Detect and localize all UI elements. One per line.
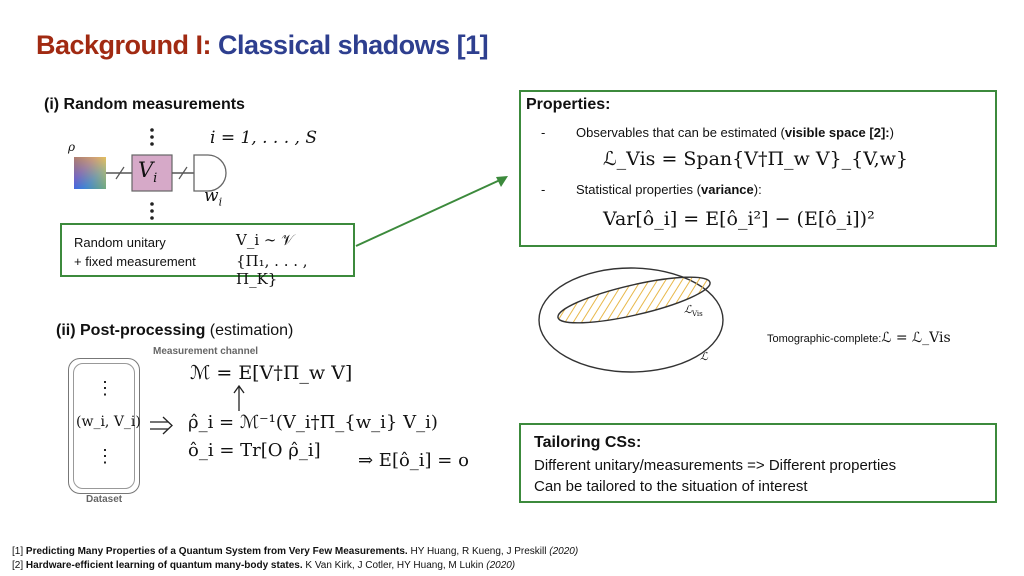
arrow-to-properties: [355, 176, 508, 247]
gate-subscript: i: [153, 171, 158, 187]
venn-inner-label: ℒVis: [684, 303, 703, 318]
circuit-diagram: [74, 128, 227, 220]
item1-post: ): [889, 125, 894, 140]
tailoring-line2: Can be tailored to the situation of inte…: [534, 478, 808, 495]
gate-symbol: V: [138, 158, 154, 182]
dataset-dots-top: ⋮: [96, 378, 114, 399]
ref2-title: Hardware-efficient learning of quantum m…: [25, 560, 303, 571]
slide-title: Background I: Classical shadows [1]: [36, 30, 489, 61]
venn-outer-label: ℒ: [700, 350, 708, 363]
rho-state-icon: [74, 157, 106, 189]
outcome-label: wi: [204, 186, 222, 208]
channel-equation: ℳ = E[V†Π_w V]: [190, 362, 353, 384]
dataset-outer: [68, 358, 140, 494]
gate-label: Vi: [138, 158, 157, 186]
wire-slash-left: [115, 166, 125, 180]
rho-estimate-equation: ρ̂_i = ℳ⁻¹(V_i†Π_{w_i} V_i): [188, 412, 438, 433]
section2-heading-rest: (estimation): [205, 322, 294, 339]
index-range: i = 1, . . . , S: [210, 128, 317, 148]
reference-2: [2] Hardware-efficient learning of quant…: [12, 560, 515, 571]
up-arrow-icon: [233, 384, 245, 411]
tomo-equation: ℒ = ℒ_Vis: [881, 330, 951, 346]
properties-box: Properties: - Observables that can be es…: [519, 90, 997, 247]
tomographic-text: Tomographic-complete:ℒ = ℒ_Vis: [767, 330, 951, 346]
rho-label: ρ: [68, 140, 76, 154]
box-line2: + fixed measurement: [74, 254, 196, 269]
outcome-symbol: w: [204, 186, 219, 206]
double-arrow-icon: [150, 416, 173, 435]
gate-box: [131, 154, 173, 192]
o-estimate-equation: ô_i = Tr[O ρ̂_i]: [188, 440, 321, 461]
item2-pre: Statistical properties (: [576, 182, 701, 197]
item1-pre: Observables that can be estimated (: [576, 125, 785, 140]
variance-equation: Var[ô_i] = E[ô_i²] − (E[ô_i])²: [603, 208, 875, 230]
ref1-year: (2020): [549, 546, 579, 557]
item2-bold: variance: [701, 182, 754, 197]
outcome-subscript: i: [218, 195, 223, 209]
ref1-num: [1]: [12, 546, 26, 557]
properties-dash2: -: [541, 182, 546, 197]
venn-diagram: [538, 267, 724, 373]
reference-1: [1] Predicting Many Properties of a Quan…: [12, 546, 578, 557]
section2-heading-bold: (ii) Post-processing: [56, 322, 206, 339]
title-part2: Classical shadows [1]: [218, 30, 489, 60]
item1-bold: visible space [2]:: [784, 125, 890, 140]
item2-post: ):: [753, 182, 762, 197]
dataset-dots-bottom: ⋮: [96, 446, 114, 467]
box-line1: Random unitary: [74, 235, 166, 250]
box-math1: V_i ∼ 𝒱: [236, 231, 294, 249]
inner-hatched-ellipse: [557, 276, 711, 324]
venn-inner-sub: Vis: [691, 310, 703, 319]
section1-heading: (i) Random measurements: [44, 96, 245, 113]
dataset-inner: [73, 363, 135, 489]
venn-inner-symbol: ℒ: [684, 303, 692, 316]
ref2-authors: K Van Kirk, J Cotler, HY Huang, M Lukin: [302, 560, 487, 571]
tomo-label: Tomographic-complete:: [767, 333, 882, 345]
box-math2: {Π₁, . . . , Π_K}: [236, 252, 308, 288]
ref2-num: [2]: [12, 560, 26, 571]
dataset-label: Dataset: [86, 494, 123, 505]
channel-label: Measurement channel: [153, 346, 259, 357]
properties-heading: Properties:: [526, 96, 611, 113]
tailoring-heading: Tailoring CSs:: [534, 434, 642, 451]
properties-item1: Observables that can be estimated (visib…: [576, 125, 894, 140]
ref2-year: (2020): [486, 560, 516, 571]
expectation-equation: ⇒ E[ô_i] = o: [358, 450, 469, 471]
properties-dash1: -: [541, 125, 546, 140]
visible-space-equation: ℒ_Vis = Span{V†Π_w V}_{V,w}: [603, 148, 909, 170]
measurement-icon: [193, 154, 227, 192]
ref1-authors: HY Huang, R Kueng, J Preskill: [407, 546, 550, 557]
tailoring-box: Tailoring CSs: Different unitary/measure…: [519, 423, 997, 503]
tailoring-line1: Different unitary/measurements => Differ…: [534, 457, 897, 474]
section2-heading: (ii) Post-processing (estimation): [56, 322, 293, 340]
wire-slash-right: [178, 166, 188, 180]
dataset-item: (w_i, V_i): [76, 414, 141, 430]
title-part1: Background I:: [36, 30, 219, 60]
ref1-title: Predicting Many Properties of a Quantum …: [25, 546, 408, 557]
properties-item2: Statistical properties (variance):: [576, 182, 762, 197]
random-unitary-box: Random unitary + fixed measurement V_i ∼…: [60, 223, 355, 288]
